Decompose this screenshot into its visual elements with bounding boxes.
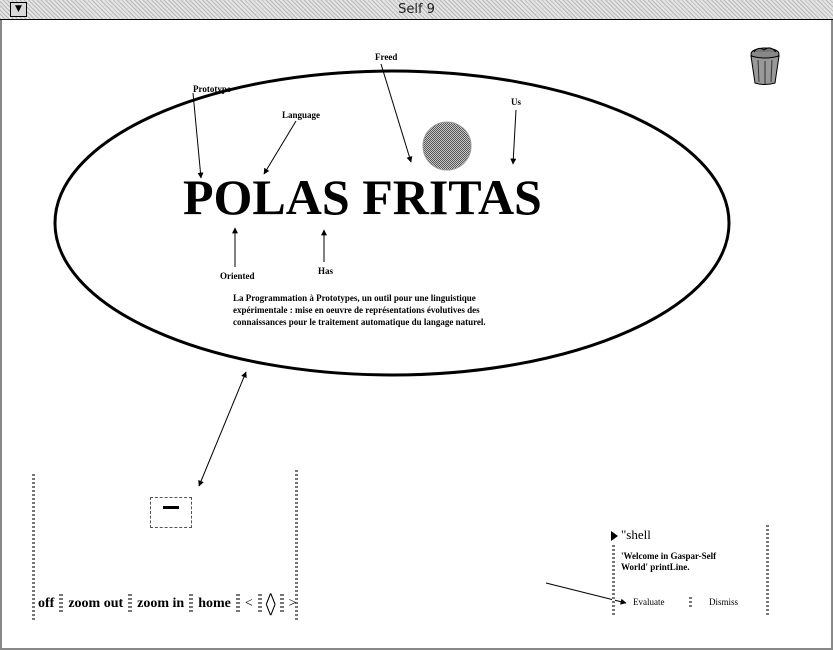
window-menu-button[interactable]: ▼ <box>10 2 27 17</box>
nav-separator <box>189 594 194 614</box>
trash-can-icon[interactable] <box>746 44 784 86</box>
window-frame-bottom <box>0 648 833 650</box>
evaluate-button[interactable]: Evaluate <box>633 597 665 607</box>
label-us: Us <box>511 97 522 107</box>
outliner-ellipse[interactable] <box>53 69 731 377</box>
window-frame-right <box>831 20 833 650</box>
nav-separator <box>235 594 240 614</box>
nav-separator <box>257 594 262 614</box>
arrow-freed <box>380 63 413 163</box>
collapsed-object-box[interactable] <box>150 497 192 528</box>
zoom-out-button[interactable]: zoom out <box>68 596 124 611</box>
label-has: Has <box>318 266 334 276</box>
shell-button-separator <box>689 597 692 609</box>
off-button[interactable]: off <box>38 596 55 611</box>
pan-up-button[interactable]: ⋀ <box>265 591 276 605</box>
pan-down-button[interactable]: ⋁ <box>265 602 276 616</box>
nav-separator <box>59 594 64 614</box>
pan-vertical-control: ⋀ ⋁ <box>265 591 276 616</box>
arrow-language <box>263 120 297 175</box>
nav-separator <box>128 594 133 614</box>
panel-border-right <box>295 470 298 622</box>
pan-right-button[interactable]: > <box>288 596 297 611</box>
shell-border-left <box>612 545 615 617</box>
triangle-right-icon[interactable] <box>611 531 618 541</box>
dismiss-button[interactable]: Dismiss <box>709 597 739 607</box>
shell-border-right <box>766 525 769 617</box>
navigation-bar: off zoom out zoom in home < ⋀ ⋁ > <box>37 591 298 616</box>
nav-separator <box>279 594 284 614</box>
link-arrow <box>198 371 247 487</box>
window-frame-left <box>0 20 2 650</box>
pan-left-button[interactable]: < <box>244 596 253 611</box>
shell-code-editor[interactable]: 'Welcome in Gaspar-Self World' printLine… <box>621 551 717 572</box>
description-text: La Programmation à Prototypes, un outil … <box>233 293 486 327</box>
label-language: Language <box>282 110 321 120</box>
label-freed: Freed <box>375 52 398 62</box>
window-title-bar[interactable]: ▼ Self 9 <box>0 0 833 20</box>
panel-border-left <box>32 474 35 620</box>
label-oriented: Oriented <box>220 271 255 281</box>
shell-title: "shell <box>621 527 651 542</box>
arrow-prototype <box>192 92 204 179</box>
label-prototype: Prototype <box>193 84 231 94</box>
headline-text: POLAS FRITAS <box>183 169 542 225</box>
dotted-circle-object[interactable] <box>422 121 472 171</box>
zoom-in-button[interactable]: zoom in <box>137 596 185 611</box>
arrow-us <box>510 109 517 165</box>
window-title: Self 9 <box>398 2 435 17</box>
home-button[interactable]: home <box>198 596 231 611</box>
minus-icon <box>163 506 179 509</box>
